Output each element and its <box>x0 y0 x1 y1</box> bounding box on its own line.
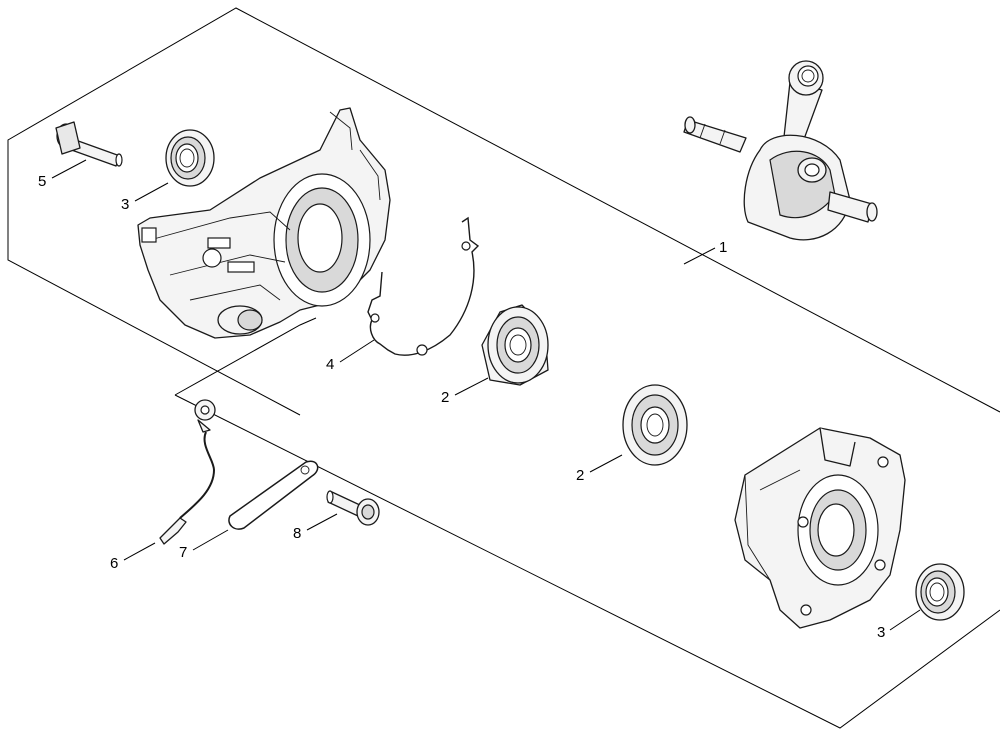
crankcase-half-right <box>734 427 906 629</box>
assembly-outline-lower-right <box>174 394 1000 729</box>
ball-bearing <box>622 384 688 466</box>
bolt <box>55 121 123 167</box>
callout-2: 2 <box>576 467 584 484</box>
callout-3: 3 <box>121 196 129 213</box>
ball-bearing <box>481 304 549 386</box>
gasket <box>367 216 480 356</box>
oil-seal <box>165 129 215 187</box>
oil-seal <box>915 563 965 621</box>
assembly-outline-lower <box>174 317 317 396</box>
callout-2: 2 <box>441 389 449 406</box>
callout-6: 6 <box>110 555 118 572</box>
screw <box>326 490 380 526</box>
callout-7: 7 <box>179 544 187 561</box>
ground-wire <box>159 399 216 545</box>
assembly-outline <box>7 7 1000 416</box>
callout-1: 1 <box>719 239 727 256</box>
callout-4: 4 <box>326 356 334 373</box>
crankshaft-assembly <box>683 60 878 241</box>
crankcase-half-left <box>137 107 391 339</box>
callout-3: 3 <box>877 624 885 641</box>
callout-5: 5 <box>38 173 46 190</box>
plate <box>228 460 319 530</box>
callout-labels: 1 2 2 3 3 4 5 6 7 8 <box>38 173 885 641</box>
leader-lines <box>51 159 921 631</box>
callout-8: 8 <box>293 525 301 542</box>
